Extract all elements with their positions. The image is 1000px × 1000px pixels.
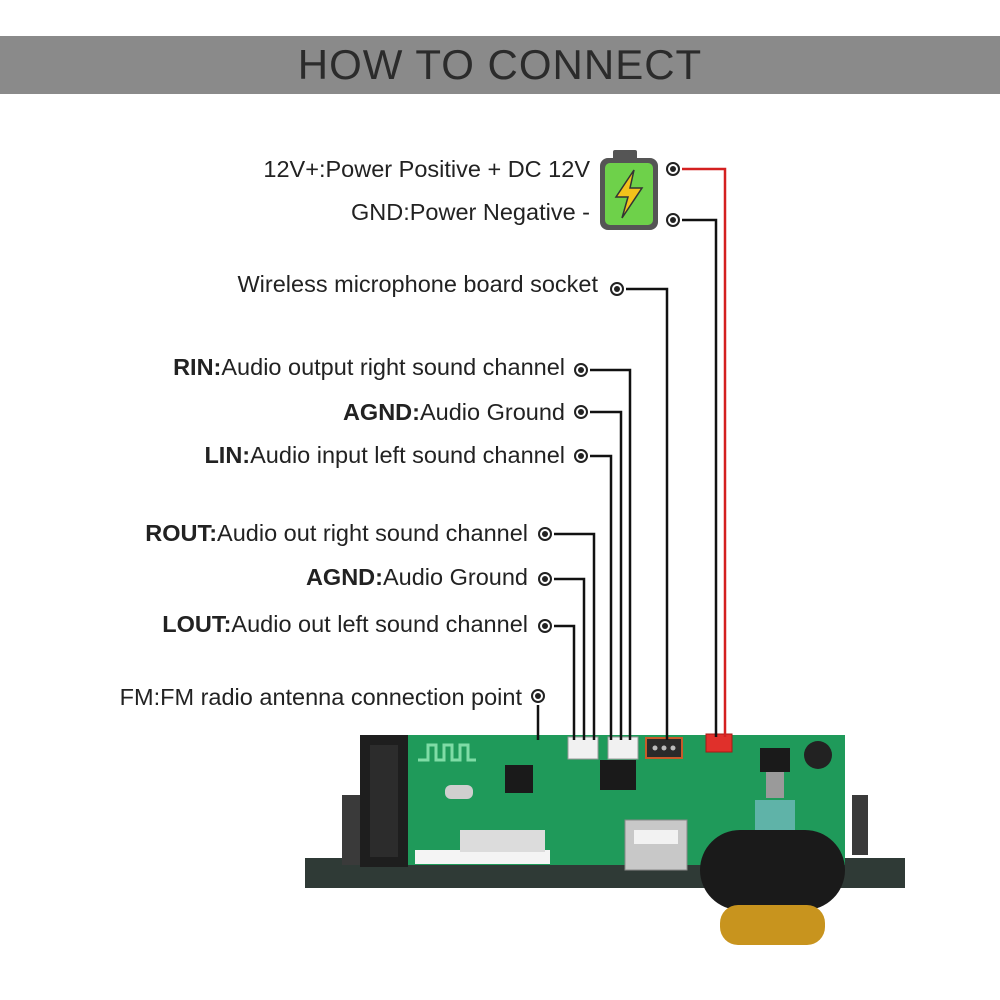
wire-rout <box>554 532 596 740</box>
pin-lout-icon <box>538 619 552 633</box>
wire-power-negative <box>682 218 718 737</box>
label-rin: RIN:Audio output right sound channel <box>173 354 565 380</box>
mp3-decoder-board <box>305 733 905 945</box>
label-lin: LIN:Audio input left sound channel <box>204 442 565 468</box>
pin-lin-icon <box>574 449 588 463</box>
pin-power-negative-icon <box>666 213 680 227</box>
label-rout: ROUT:Audio out right sound channel <box>145 520 528 546</box>
battery-charging-icon <box>600 150 658 230</box>
label-power-negative: GND:Power Negative - <box>351 199 590 225</box>
header-banner: HOW TO CONNECT <box>0 36 1000 94</box>
wire-agnd-in <box>590 410 623 740</box>
pin-agnd-in-icon <box>574 405 588 419</box>
pin-power-positive-icon <box>666 162 680 176</box>
volume-knob <box>700 830 845 910</box>
label-power-positive: 12V+:Power Positive + DC 12V <box>263 156 590 182</box>
label-agnd-in: AGND:Audio Ground <box>342 399 565 425</box>
page-title: HOW TO CONNECT <box>297 41 703 88</box>
wire-mic-socket <box>626 287 669 740</box>
wire-agnd-out <box>554 577 586 740</box>
label-agnd-out: AGND:Audio Ground <box>305 564 528 590</box>
wire-lout <box>554 624 576 740</box>
wire-lin <box>590 454 613 740</box>
pin-fm-icon <box>531 689 545 703</box>
pin-mic-socket-icon <box>610 282 624 296</box>
wire-rin <box>590 368 632 740</box>
pin-agnd-out-icon <box>538 572 552 586</box>
pin-rout-icon <box>538 527 552 541</box>
wire-power-positive <box>682 167 727 737</box>
label-fm: FM:FM radio antenna connection point <box>119 684 522 710</box>
pin-rin-icon <box>574 363 588 377</box>
label-lout: LOUT:Audio out left sound channel <box>162 611 528 637</box>
label-mic-socket: Wireless microphone board socket <box>237 271 599 297</box>
